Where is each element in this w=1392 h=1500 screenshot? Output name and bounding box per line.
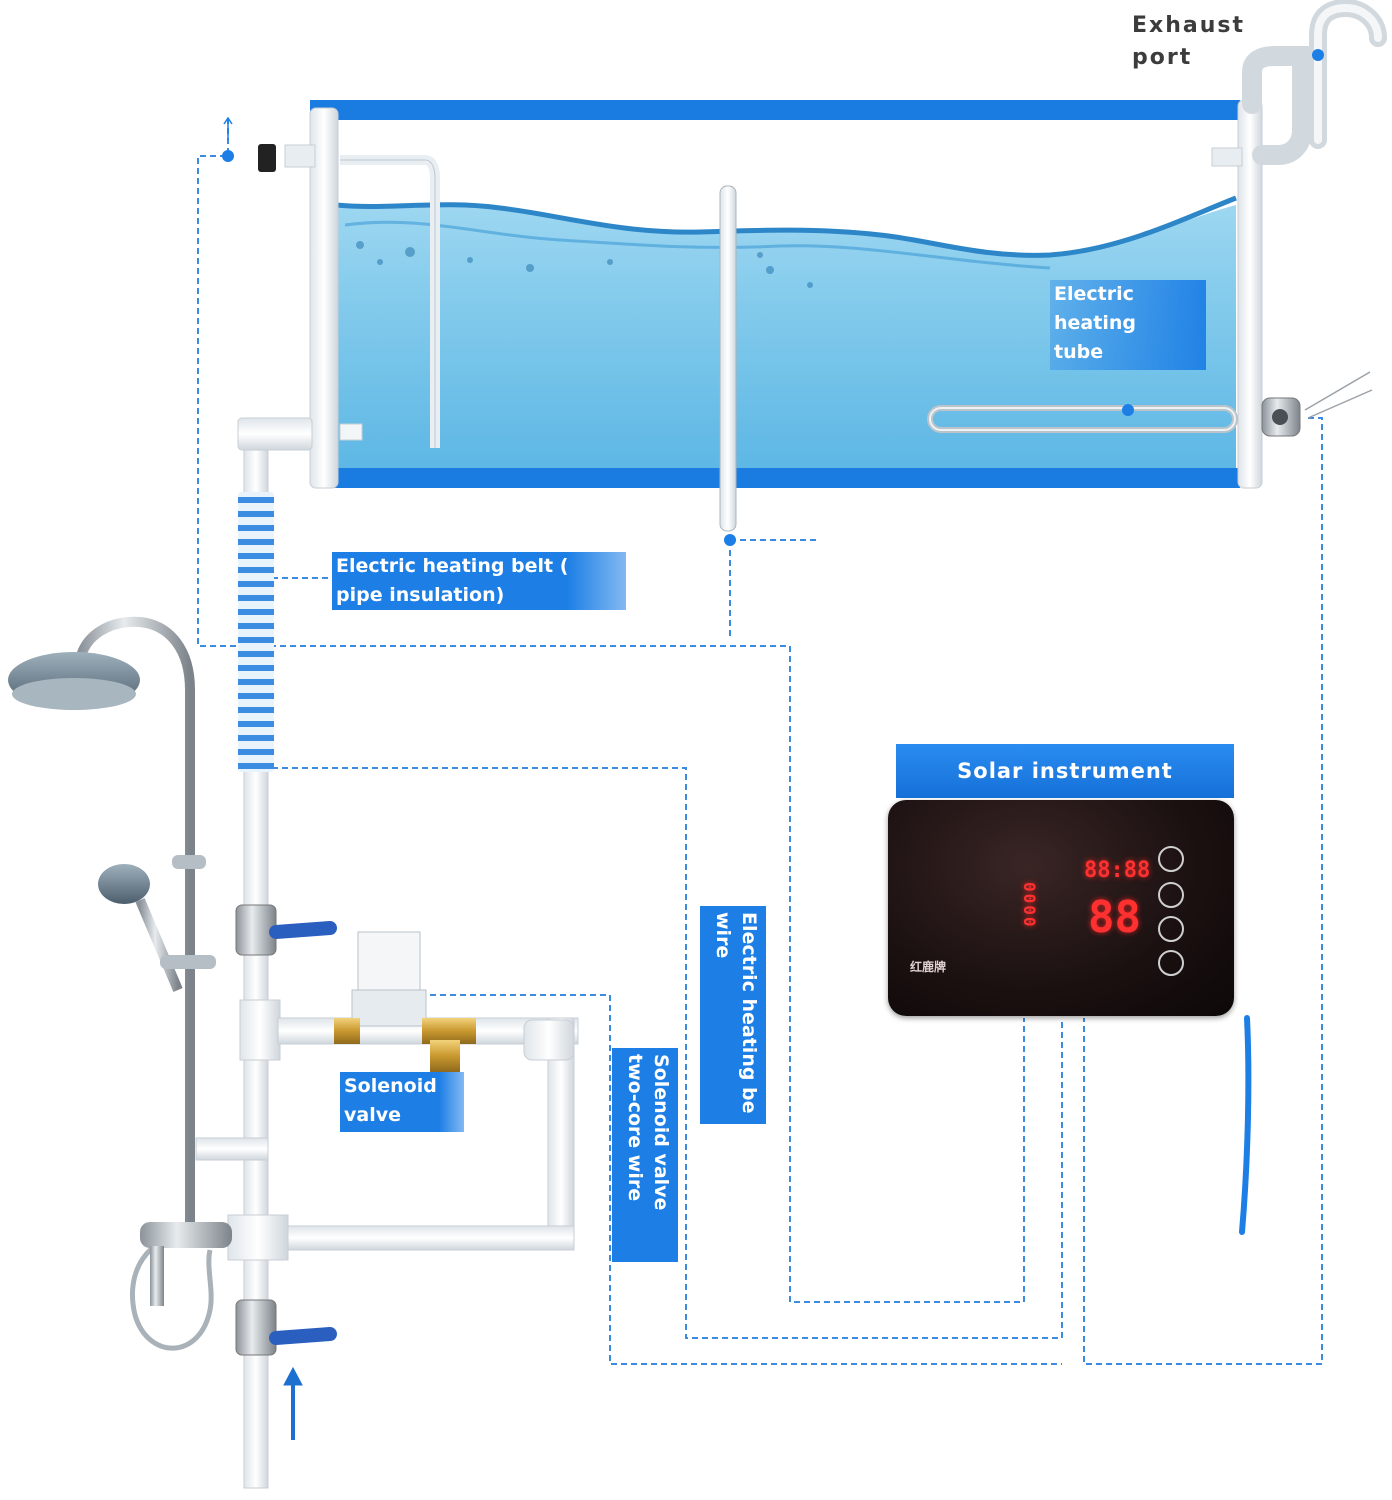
display-water-level: 0000	[1020, 882, 1039, 929]
exhaust-pipe-icon	[1242, 0, 1387, 165]
brand-mark: 红鹿牌	[910, 960, 947, 974]
panel-button-2[interactable]	[1158, 882, 1184, 908]
solar-instrument-panel[interactable]: 88:88 88 0000 红鹿牌	[888, 800, 1234, 1016]
wire-heater-right	[1083, 417, 1323, 1365]
shower-head-icon	[8, 616, 232, 1351]
supply-pipe	[195, 417, 579, 1489]
label-electric-heating-tube: Electric heating tube	[1050, 280, 1206, 370]
panel-button-1[interactable]	[1158, 846, 1184, 872]
label-electric-heating-wire: Electric heating be wire	[700, 906, 766, 1124]
panel-button-4[interactable]	[1158, 950, 1184, 976]
wire-heating-belt	[262, 767, 1063, 1339]
panel-button-3[interactable]	[1158, 916, 1184, 942]
valve-icon	[334, 931, 476, 1072]
wire-solenoid	[430, 994, 1062, 1365]
arrow-up-icon	[223, 116, 233, 140]
label-exhaust-port: Exhaust port	[1132, 13, 1245, 70]
inlet-arrow-icon	[283, 1366, 303, 1440]
solar-instrument-title: Solar instrument	[896, 744, 1234, 798]
blue-wire-accent	[1239, 1015, 1252, 1235]
display-clock: 88:88	[1084, 858, 1151, 883]
heater-connector	[1261, 371, 1373, 437]
label-electric-heating-belt: Electric heating belt ( pipe insulation)	[332, 552, 626, 610]
display-main-value: 88	[1088, 892, 1141, 943]
label-solenoid-valve: Solenoid valve	[340, 1072, 464, 1132]
wire-center-probe	[729, 539, 818, 640]
label-solenoid-valve-wire: Solenoid valve two-core wire	[612, 1048, 678, 1262]
